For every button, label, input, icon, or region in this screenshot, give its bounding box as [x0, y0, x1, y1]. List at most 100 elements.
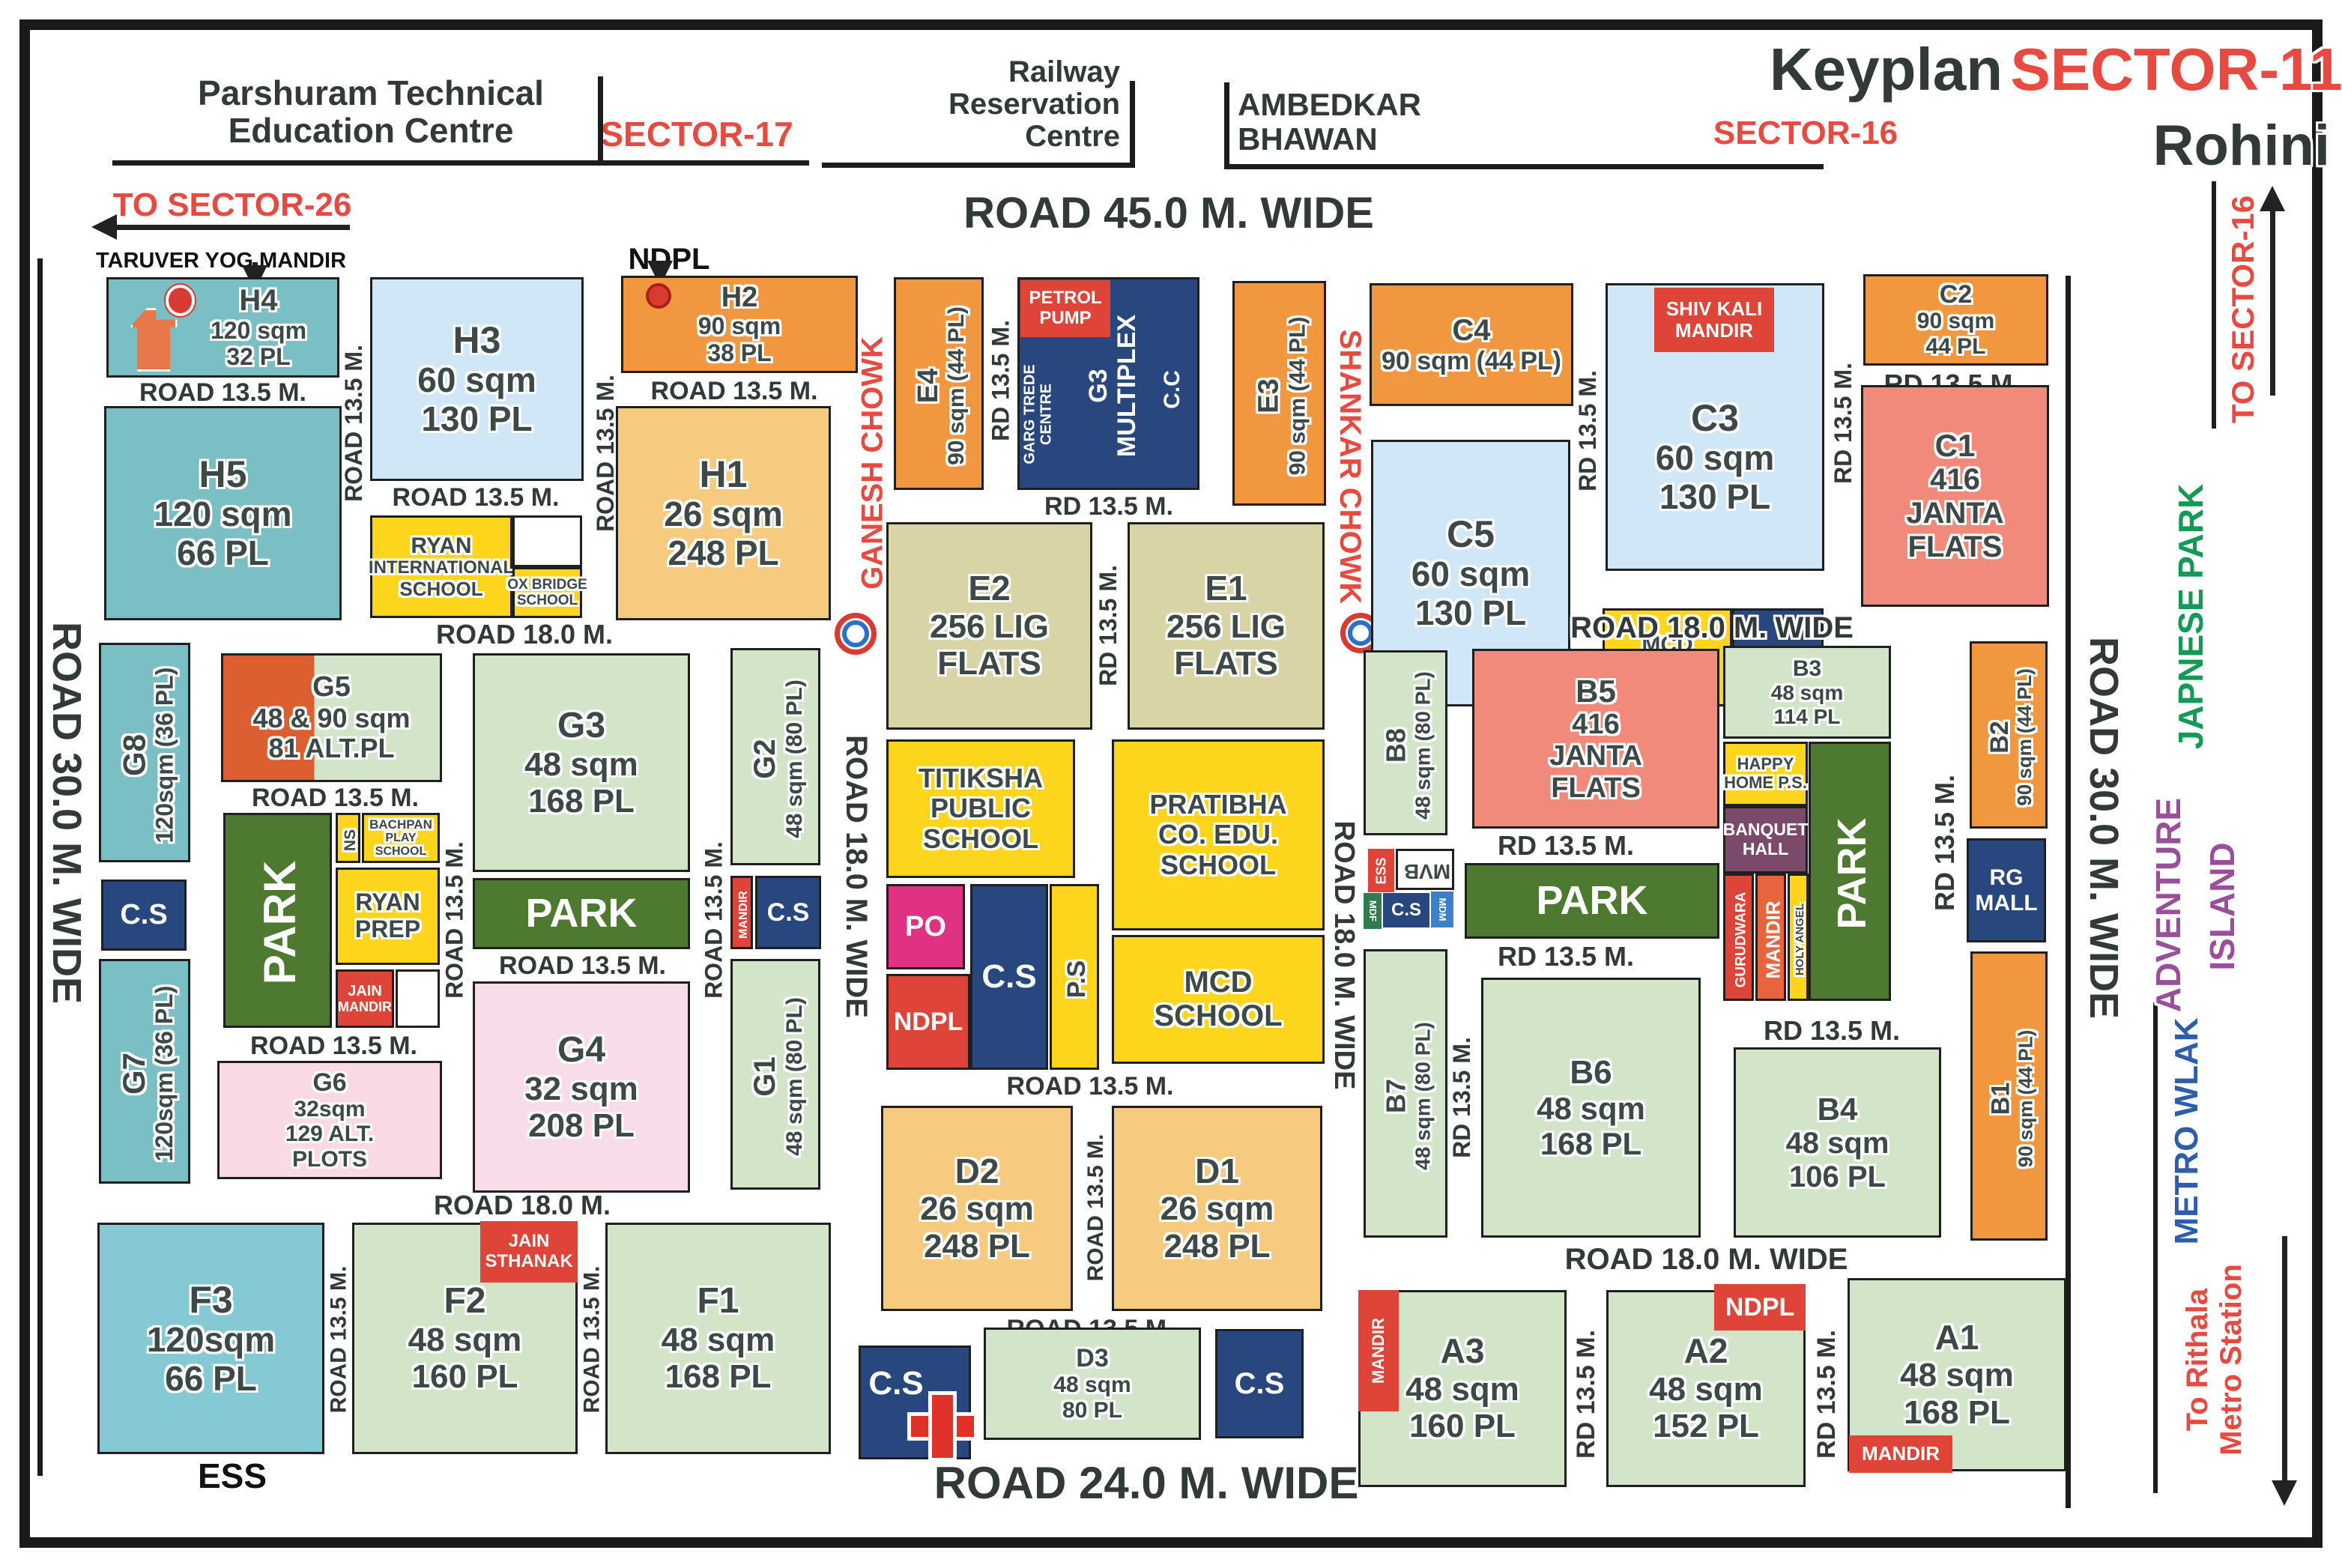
plot-g4-text-0: G4	[557, 1029, 606, 1070]
road-13-h2: ROAD 13.5 M.	[633, 377, 835, 405]
plot-b1-text-1: 90 sqm (44 PL)	[2013, 1029, 2036, 1167]
ns-box: NS	[336, 813, 360, 863]
plot-c4-text-0: C4	[1452, 313, 1491, 347]
plot-g5-text-2: 81 ALT.PL	[268, 733, 395, 764]
road-13-v1-text-0: ROAD 13.5 M.	[340, 345, 368, 502]
mdm-small-text-0: MDM	[1437, 897, 1449, 921]
arrow-to-sector-26	[114, 225, 350, 230]
rd-13-parkm-text-0: RD 13.5 M.	[1497, 940, 1635, 972]
rd-13-g3: RD 13.5 M.	[1030, 491, 1187, 521]
sector-17-label: SECTOR-17	[600, 114, 793, 155]
road-30-right-label-text-0: ROAD 30.0 M. WIDE	[2081, 636, 2127, 1020]
mcd-school-center-text-0: MCD	[1184, 966, 1253, 999]
plot-g6-text-0: G6	[312, 1068, 347, 1097]
plot-b6-text-1: 48 sqm	[1537, 1091, 1645, 1127]
park-left-text-0: PARK	[254, 860, 305, 985]
mcd-school-center-text-1: SCHOOL	[1154, 999, 1283, 1032]
plot-g1-text-1: 48 sqm (80 PL)	[781, 997, 807, 1156]
road-13-park: ROAD 13.5 M.	[238, 1032, 429, 1059]
mdf-small-text-0: MDF	[1367, 900, 1379, 922]
plot-e3-text-1: 90 sqm (44 PL)	[1284, 316, 1310, 475]
plot-g4-text-2: 208 PL	[528, 1107, 635, 1144]
road-13-school-text-0: ROAD 13.5 M.	[1006, 1071, 1174, 1101]
road-18-wide-v-right: ROAD 18.0 M. WIDE	[1328, 734, 1361, 1176]
road-13-v9-text-0: ROAD 13.5 M.	[1083, 1133, 1109, 1282]
plot-c1-text-1: 416	[1930, 463, 1980, 497]
keyplan-word-text-0: Keyplan	[1769, 35, 2003, 103]
road-13-park-text-0: ROAD 13.5 M.	[250, 1031, 417, 1060]
oxbridge-school-text-0: OX BRIDGE	[507, 576, 587, 593]
road-18-f: ROAD 18.0 M.	[414, 1190, 631, 1220]
plot-e4-text-0: E4	[912, 368, 944, 404]
cs-d3-text-0: C.S	[1234, 1366, 1285, 1400]
ganesh-chowk-circle	[835, 613, 877, 655]
mandir-small-text-0: MANDIR	[737, 891, 751, 939]
plot-g3-text-0: G3	[557, 705, 606, 745]
parshuram-title-text-1: Education Centre	[228, 110, 514, 150]
rd-13-b5-text-0: RD 13.5 M.	[1497, 829, 1635, 861]
g3-multiplex-label-text-1: MULTIPLEX	[1113, 314, 1141, 458]
banquet-hall-text-1: HALL	[1742, 839, 1789, 859]
ndpl-dot	[646, 283, 671, 309]
rg-mall-text-0: RG	[1989, 865, 2024, 890]
plot-c1-text-0: C1	[1934, 428, 1976, 464]
plot-c5-text-1: 60 sqm	[1411, 554, 1531, 594]
plot-h5-text-0: H5	[199, 453, 247, 496]
plot-h3-text-1: 60 sqm	[417, 360, 536, 400]
ndpl-a2: NDPL	[1714, 1284, 1806, 1331]
rd-13-v3: RD 13.5 M.	[987, 288, 1014, 472]
plot-e2-text-0: E2	[968, 569, 1011, 608]
japnese-park-label: JAPNESE PARK	[2168, 484, 2215, 749]
road-13-v10: ROAD 13.5 M.	[326, 1232, 351, 1446]
road-18-wide-top-text-0: ROAD 18.0 M. WIDE	[1570, 611, 1854, 645]
cs-school: C.S	[970, 884, 1048, 1070]
sector-11-word-text-0: SECTOR-11	[2010, 35, 2342, 103]
to-sector-16-vertical-text-0: TO SECTOR-16	[2225, 195, 2261, 424]
plot-a1-text-0: A1	[1934, 1317, 1979, 1357]
road-45-label: ROAD 45.0 M. WIDE	[899, 189, 1438, 238]
plot-h3-text-0: H3	[453, 319, 501, 362]
rd-13-v6-text-0: RD 13.5 M.	[1830, 363, 1857, 484]
plot-f3-text-1: 120sqm	[146, 1319, 276, 1359]
plot-b7-text-1: 48 sqm (80 PL)	[1411, 1021, 1435, 1170]
park-left: PARK	[223, 813, 332, 1028]
rd-13-g3-text-0: RD 13.5 M.	[1044, 491, 1173, 521]
keyplan-word: Keyplan	[1746, 28, 2027, 111]
rd-13-v5: RD 13.5 M.	[1573, 315, 1603, 547]
park-mid: PARK	[1465, 863, 1719, 939]
road-13-g5-text-0: ROAD 13.5 M.	[252, 783, 419, 812]
plot-b3-text-1: 48 sqm	[1770, 681, 1844, 705]
plot-h1-text-0: H1	[699, 453, 748, 496]
metro-wlak-label-text-0: METRO WLAK	[2168, 1017, 2206, 1245]
plot-h1-text-1: 26 sqm	[664, 494, 783, 534]
rd-13-b5: RD 13.5 M.	[1472, 829, 1659, 861]
ns-box-text-0: NS	[341, 829, 359, 852]
ryan-international-text-2: SCHOOL	[399, 578, 483, 601]
arrow-to-rithala	[2282, 1236, 2287, 1483]
jain-sthanak-text-0: JAIN	[508, 1231, 550, 1252]
road-13-v10-text-0: ROAD 13.5 M.	[326, 1265, 351, 1413]
plot-b3-text-2: 114 PL	[1773, 704, 1841, 728]
jain-sthanak-text-1: STHANAK	[485, 1251, 573, 1271]
map-frame	[19, 19, 2323, 1548]
rd-13-v3-text-0: RD 13.5 M.	[987, 319, 1014, 441]
ambedkar-title-text-1: BHAWAN	[1238, 121, 1378, 157]
ess-small-text-0: ESS	[1373, 856, 1389, 885]
island-label: ISLAND	[2203, 805, 2243, 1008]
ndpl-box: NDPL	[886, 974, 970, 1070]
plot-b4-text-0: B4	[1817, 1091, 1858, 1127]
rg-mall-text-1: MALL	[1975, 890, 2038, 915]
plot-g6-text-1: 32sqm	[294, 1096, 366, 1121]
